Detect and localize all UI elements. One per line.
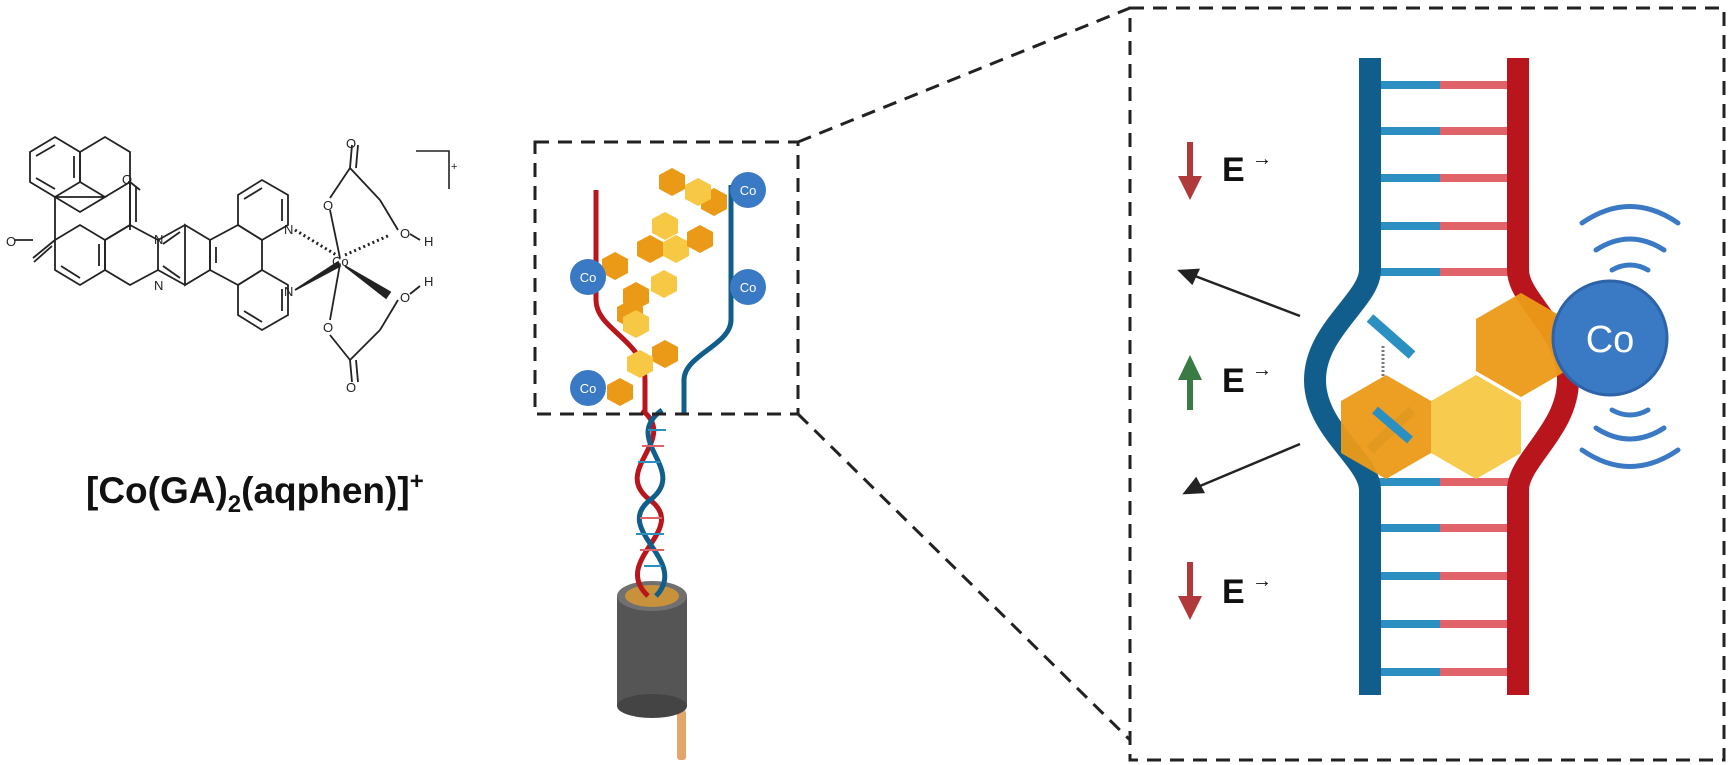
svg-text:Co: Co	[740, 183, 757, 198]
atom-o-quinone-1: O	[122, 172, 132, 187]
atom-n-phen-1: N	[284, 222, 293, 237]
svg-text:Co: Co	[740, 280, 757, 295]
zoom-box	[533, 6, 1726, 762]
atom-o-3: O	[400, 226, 410, 241]
complex-name: [Co(GA)2(aqphen)]+	[86, 468, 424, 518]
atom-n-pyrazine-2: N	[154, 278, 163, 293]
svg-text:→: →	[1252, 359, 1272, 381]
svg-text:→: →	[1252, 570, 1272, 592]
atom-h-1: H	[424, 234, 433, 249]
atom-co: Co	[332, 254, 349, 269]
charge-sign: +	[451, 161, 457, 173]
cobalt-small: Co Co Co Co	[570, 172, 766, 406]
svg-text:Co: Co	[580, 381, 597, 396]
atom-h-2: H	[424, 274, 433, 289]
cobalt-large: Co	[1551, 204, 1681, 469]
atom-o-1: O	[323, 198, 333, 213]
atom-o-5: O	[346, 380, 356, 395]
atom-n-phen-2: N	[284, 284, 293, 299]
chemical-structure	[14, 135, 450, 383]
svg-text:E: E	[1222, 573, 1245, 611]
electrode	[617, 581, 687, 760]
svg-text:→: →	[1252, 148, 1272, 170]
deflection-arrows	[1177, 268, 1301, 495]
dna-ladder-large	[1303, 58, 1580, 695]
svg-text:E: E	[1222, 362, 1245, 400]
atom-o-quinone-2: O	[6, 234, 16, 249]
intercalated-rings-small	[602, 168, 727, 406]
dna-helix-small	[634, 407, 668, 598]
atom-labels: O O N N N N Co O O O O O O H H +	[6, 136, 457, 395]
cobalt-large-label: Co	[1586, 319, 1635, 361]
svg-text:Co: Co	[580, 270, 597, 285]
atom-o-2: O	[346, 136, 356, 151]
energy-arrows: E → E → E →	[1178, 142, 1272, 620]
atom-n-pyrazine-1: N	[154, 232, 163, 247]
intercalator-rings-large	[1341, 293, 1566, 479]
atom-o-6: O	[400, 290, 410, 305]
svg-text:E: E	[1222, 151, 1245, 189]
atom-o-4: O	[323, 320, 333, 335]
